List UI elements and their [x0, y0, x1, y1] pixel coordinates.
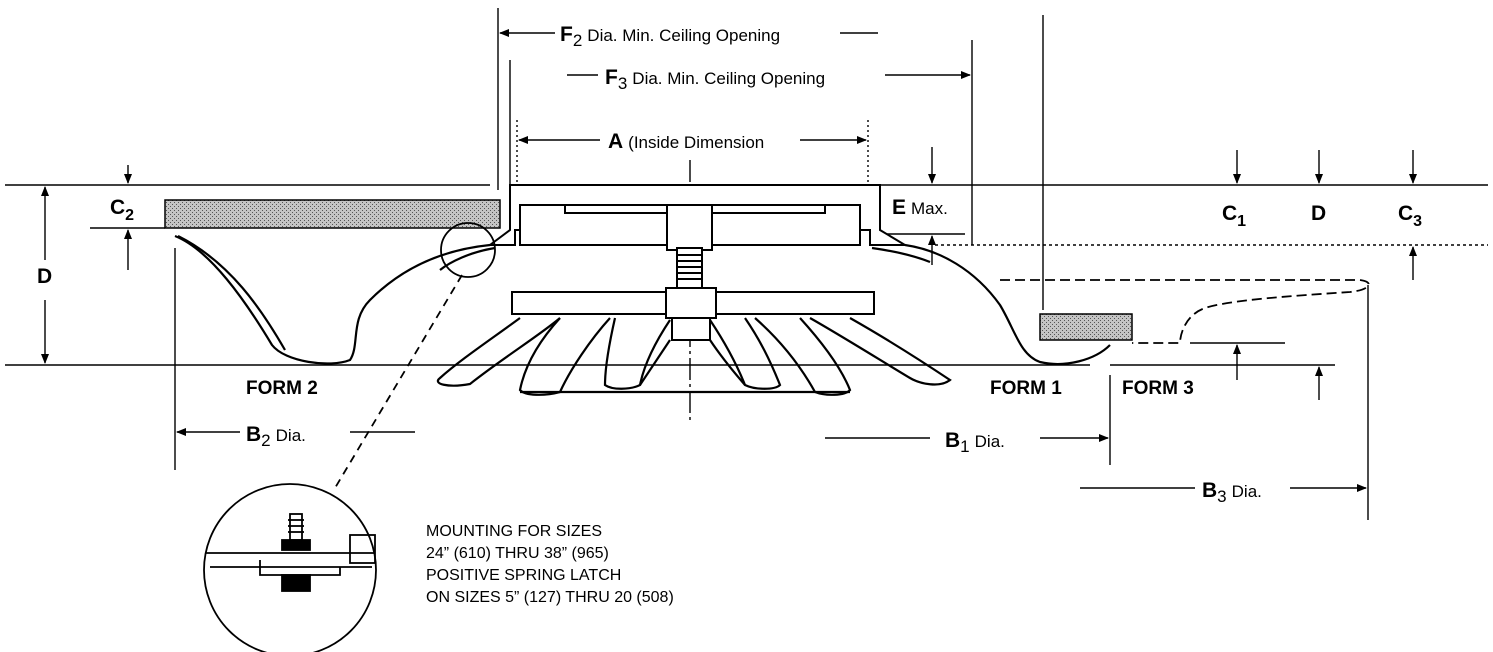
- ceiling-panel-right: [1039, 313, 1133, 341]
- label-form3: FORM 3: [1122, 378, 1194, 399]
- detail-circle: [203, 483, 377, 652]
- form3-cone-dashed: [1000, 279, 1370, 344]
- label-d-right: D: [1311, 202, 1326, 225]
- label-form2: FORM 2: [246, 378, 318, 399]
- mounting-note: MOUNTING FOR SIZES 24” (610) THRU 38” (9…: [426, 521, 766, 609]
- ceiling-panel-left: [164, 199, 501, 229]
- detail-leader-line: [334, 274, 463, 489]
- note-line: ON SIZES 5” (127) THRU 20 (508): [426, 589, 674, 606]
- form2-cone: [174, 234, 491, 365]
- label-c2: C2: [110, 196, 134, 224]
- label-d-left: D: [37, 265, 52, 288]
- label-c3: C3: [1398, 202, 1422, 230]
- note-line: MOUNTING FOR SIZES: [426, 523, 602, 540]
- label-form1: FORM 1: [990, 378, 1062, 399]
- label-a: A(Inside Dimension: [608, 130, 764, 153]
- note-line: POSITIVE SPRING LATCH: [426, 567, 622, 584]
- label-c1: C1: [1222, 202, 1246, 230]
- form1-cone: [904, 243, 1111, 366]
- note-line: 24” (610) THRU 38” (965): [426, 545, 609, 562]
- detail-callout-circle: [440, 222, 496, 278]
